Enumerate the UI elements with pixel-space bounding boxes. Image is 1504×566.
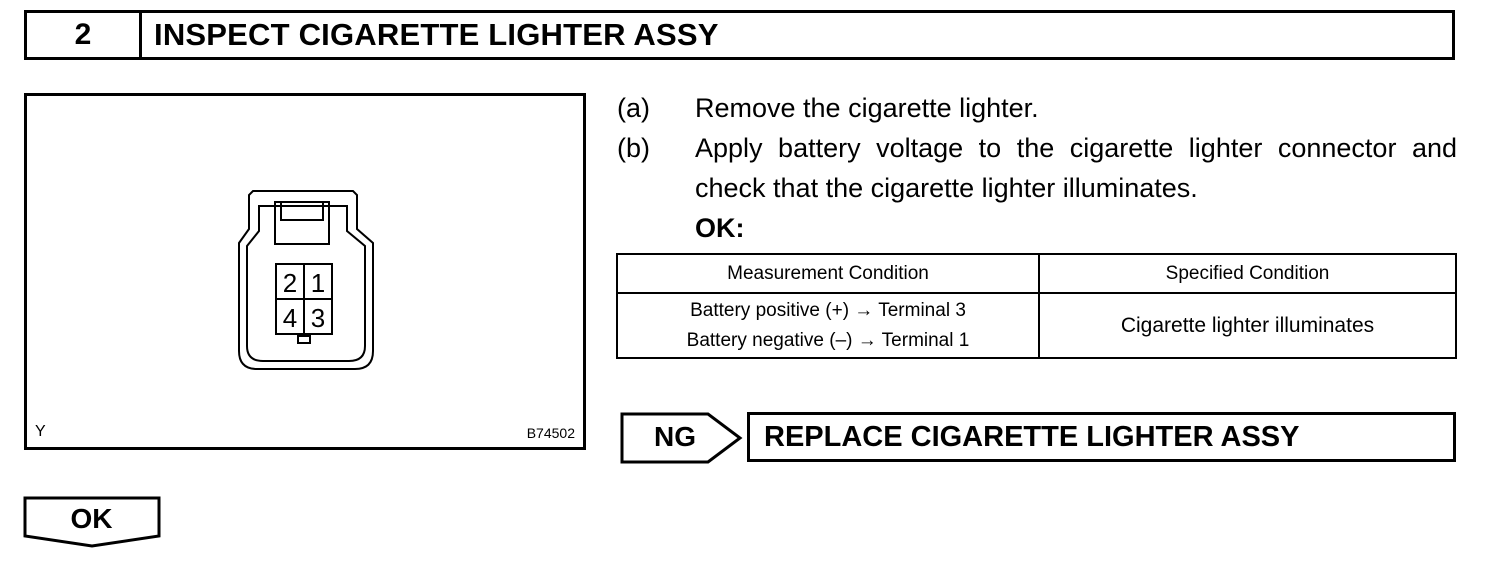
step-number: 2 (27, 13, 142, 57)
step-text: Remove the cigarette lighter. (695, 93, 1039, 123)
terminal-3: 3 (311, 303, 325, 333)
step-header: 2 INSPECT CIGARETTE LIGHTER ASSY (24, 10, 1455, 60)
connector-inner-outline (246, 205, 366, 362)
header-measurement-condition: Measurement Condition (616, 253, 1040, 294)
connector-housing (238, 190, 374, 370)
connector-drawing: 2 1 4 3 (238, 190, 374, 370)
connector-illustration: 2 1 4 3 Y B74502 (24, 93, 586, 450)
connector-lock-latch (280, 202, 324, 221)
step-tag: (b) (617, 133, 650, 163)
table-header-row: Measurement Condition Specified Conditio… (616, 253, 1457, 294)
connector-lock-tab (274, 201, 330, 245)
measurement-line-2: Battery negative (–) → Terminal 1 (686, 329, 970, 351)
ok-arrow-icon (23, 496, 161, 548)
measurement-line-1: Battery positive (+) → Terminal 3 (690, 299, 966, 321)
connector-key (297, 335, 311, 344)
step-b: (b) Apply battery voltage to the cigaret… (617, 128, 1457, 208)
figure-corner-label: Y (35, 423, 46, 440)
ok-criteria-label: OK: (695, 213, 745, 243)
table-row: Battery positive (+) → Terminal 3 Batter… (616, 292, 1457, 359)
terminal-2: 2 (283, 268, 297, 298)
terminal-4: 4 (283, 303, 297, 333)
figure-code: B74502 (526, 425, 575, 441)
procedure-steps: (a) Remove the cigarette lighter. (b) Ap… (617, 88, 1457, 248)
ng-arrow-icon (620, 412, 743, 464)
specified-condition-cell: Cigarette lighter illuminates (1038, 292, 1457, 359)
step-text: Apply battery voltage to the cigarette l… (695, 133, 1457, 203)
spec-table: Measurement Condition Specified Conditio… (616, 253, 1457, 359)
header-specified-condition: Specified Condition (1038, 253, 1457, 294)
step-title: INSPECT CIGARETTE LIGHTER ASSY (154, 17, 719, 52)
ng-label: NG (654, 421, 696, 452)
ng-action-box: REPLACE CIGARETTE LIGHTER ASSY (747, 412, 1456, 462)
terminal-1: 1 (311, 268, 325, 298)
step-a: (a) Remove the cigarette lighter. (617, 88, 1457, 128)
measurement-condition-cell: Battery positive (+) → Terminal 3 Batter… (616, 292, 1040, 359)
ok-label: OK (70, 503, 113, 534)
step-tag: (a) (617, 93, 650, 123)
